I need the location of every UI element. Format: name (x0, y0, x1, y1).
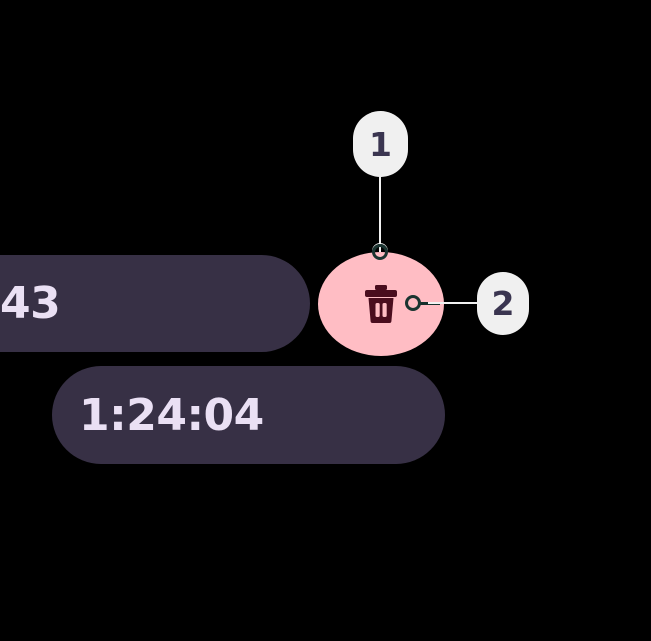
callout-badge-1[interactable]: 1 (353, 111, 408, 177)
trash-icon (364, 285, 398, 323)
callout-badge-2-label: 2 (491, 284, 515, 323)
count-pill[interactable]: 43 (0, 255, 310, 352)
callout-badge-2[interactable]: 2 (477, 272, 529, 335)
timer-pill[interactable]: 1:24:04 (52, 366, 445, 464)
timer-pill-label: 1:24:04 (79, 389, 264, 441)
callout-1-anchor-dot (372, 244, 388, 260)
callout-badge-1-label: 1 (369, 124, 392, 164)
callout-2-connector-line (428, 302, 485, 304)
callout-1-connector-line (379, 176, 381, 252)
count-pill-label: 43 (0, 278, 61, 329)
callout-2-anchor-dot (405, 295, 421, 311)
